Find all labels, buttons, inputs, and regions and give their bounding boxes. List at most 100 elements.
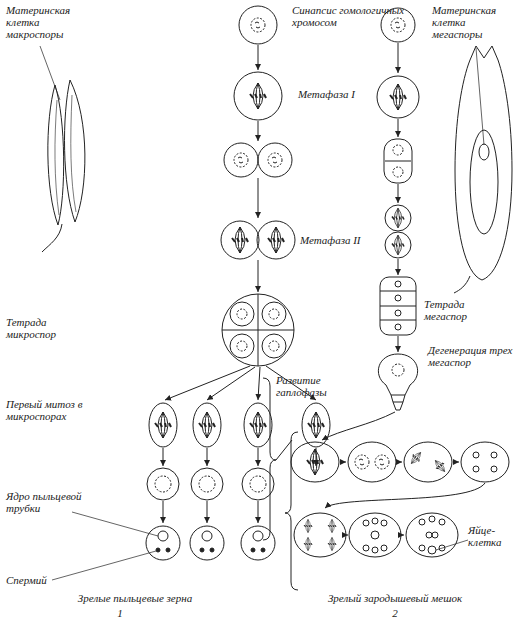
microsporogenesis-cells xyxy=(158,531,168,541)
megasporogenesis-cells xyxy=(304,538,312,551)
microsporogenesis-cells xyxy=(237,309,247,319)
microsporogenesis-cells xyxy=(221,221,259,259)
microsporogenesis-cells xyxy=(146,526,180,560)
microsporogenesis-cells xyxy=(230,334,254,358)
megasporogenesis-cells xyxy=(328,538,336,551)
microsporogenesis-cells xyxy=(258,45,259,70)
label-text: Зрелые пыльцевые зерна xyxy=(50,592,220,604)
microsporogenesis-cells xyxy=(207,448,208,466)
microsporogenesis-cells xyxy=(261,548,265,552)
megasporogenesis-cells xyxy=(392,208,404,228)
leader-lines xyxy=(52,551,156,580)
megasporogenesis-cells xyxy=(439,519,445,525)
microsporogenesis-cells xyxy=(190,526,224,560)
megasporogenesis-cells xyxy=(395,310,401,316)
megasporogenesis-cells xyxy=(408,450,424,467)
megasporogenesis-cells xyxy=(398,43,399,73)
leader-lines xyxy=(72,512,158,536)
microsporogenesis-cells xyxy=(262,334,286,358)
microsporogenesis-cells xyxy=(258,448,259,466)
microsporogenesis-cells xyxy=(262,302,286,326)
megasporogenesis-cells xyxy=(328,520,336,533)
microsporogenesis-cells xyxy=(237,341,247,351)
microsporogenesis-cells xyxy=(302,403,330,447)
megasporogenesis-cells xyxy=(371,531,379,539)
megasporogenesis-cells xyxy=(304,520,312,533)
label-text: 1 xyxy=(110,607,130,619)
megasporogenesis-cells xyxy=(398,259,399,275)
microsporogenesis-cells xyxy=(251,18,265,32)
megasporogenesis-cells xyxy=(397,462,402,463)
microsporogenesis-cells xyxy=(165,366,250,400)
megasporogenesis-cells xyxy=(419,545,425,551)
microsporogenesis-cells xyxy=(258,143,292,177)
megasporogenesis-cells xyxy=(385,232,411,258)
label-text: Тетрада микроспор xyxy=(6,316,78,340)
microsporogenesis-cells xyxy=(258,501,259,523)
megasporogenesis-cells xyxy=(453,462,459,463)
anther-drawing xyxy=(48,85,64,225)
microsporogenesis-cells xyxy=(163,501,164,523)
label-text: Первый митоз в микроспорах xyxy=(6,398,90,422)
megasporogenesis-cells xyxy=(372,547,378,553)
microsporogenesis-cells xyxy=(269,309,279,319)
label-text: Развитие гаплофазы xyxy=(276,374,350,398)
microsporogenesis-cells xyxy=(224,143,258,177)
ovule-drawing xyxy=(455,46,512,280)
megasporogenesis-cells xyxy=(347,535,348,536)
microsporogenesis-cells xyxy=(250,83,266,109)
megasporogenesis-cells xyxy=(402,535,404,536)
label-text: Материнская клетка макроспоры xyxy=(6,4,78,40)
megasporogenesis-cells xyxy=(381,545,387,551)
megasporogenesis-cells xyxy=(428,546,436,554)
label-text: Метафаза II xyxy=(300,234,390,246)
megasporogenesis-cells xyxy=(392,364,404,376)
megasporogenesis-cells xyxy=(419,519,425,525)
bracket-lines xyxy=(263,378,298,590)
megasporogenesis-cells xyxy=(304,538,312,551)
microsporogenesis-cells xyxy=(199,476,215,492)
megasporogenesis-cells xyxy=(307,449,323,475)
anther-drawing xyxy=(55,95,76,215)
megasporogenesis-cells xyxy=(461,442,509,482)
label-text: Зрелый зародышевый мешок xyxy=(300,592,490,604)
megasporogenesis-cells xyxy=(294,513,346,557)
megasporogenesis-cells xyxy=(328,520,336,533)
megasporogenesis-cells xyxy=(390,84,406,110)
microsporogenesis-cells xyxy=(239,6,277,44)
microsporogenesis-cells xyxy=(149,403,177,447)
microsporogenesis-cells xyxy=(191,468,223,500)
megasporogenesis-cells xyxy=(325,483,485,508)
megasporogenesis-cells xyxy=(340,462,346,463)
megasporogenesis-cells xyxy=(473,452,479,458)
microsporogenesis-cells xyxy=(166,548,170,552)
megasporogenesis-cells xyxy=(473,466,479,472)
microsporogenesis-cells xyxy=(156,548,160,552)
microsporogenesis-cells xyxy=(268,153,282,167)
megasporogenesis-cells xyxy=(395,324,401,330)
leader-lines xyxy=(52,512,468,580)
microsporogenesis-cells xyxy=(258,260,259,292)
microsporogenesis-cells xyxy=(258,178,259,218)
megasporogenesis-cells xyxy=(392,208,404,228)
megasporogenesis-cells xyxy=(426,532,432,538)
microsporogenesis-cells xyxy=(251,548,255,552)
bracket-lines xyxy=(276,440,292,460)
anther-drawing xyxy=(42,224,62,252)
megasporogenesis-cells xyxy=(392,235,404,255)
microsporogenesis-cells xyxy=(234,72,282,120)
label-text: Метафаза I xyxy=(298,88,378,100)
megasporogenesis-cells xyxy=(391,395,405,410)
leader-lines xyxy=(436,540,468,550)
megasporogenesis-cells xyxy=(393,167,403,177)
microsporogenesis-cells xyxy=(234,153,248,167)
megasporogenesis-cells xyxy=(395,281,401,287)
megasporogenesis-cells xyxy=(491,466,497,472)
microsporogenesis-cells xyxy=(147,468,179,500)
megasporogenesis-cells xyxy=(377,76,419,118)
ovule-drawing xyxy=(470,130,498,234)
bracket-lines xyxy=(285,432,298,590)
microsporogenesis-cells xyxy=(200,548,204,552)
label-text: Материнская клетка мегаспоры xyxy=(432,4,514,40)
